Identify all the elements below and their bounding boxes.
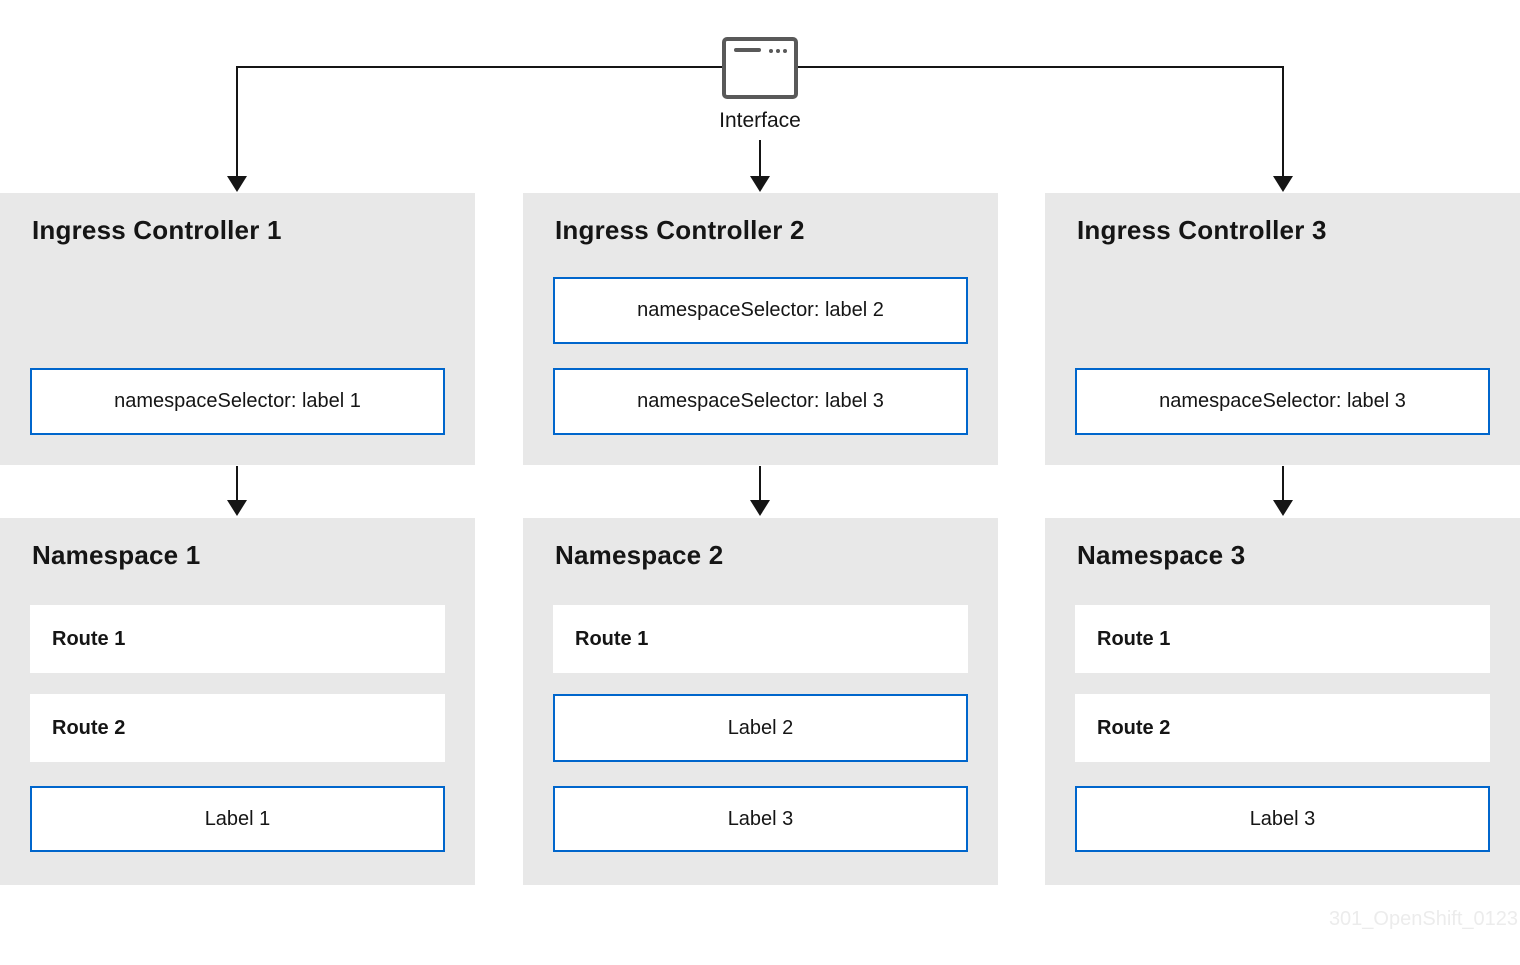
route-box: Route 1 xyxy=(30,605,445,673)
arrowhead-to-controller-3 xyxy=(1273,176,1293,192)
arrowhead-to-namespace-3 xyxy=(1273,500,1293,516)
ingress-controller-1-title: Ingress Controller 1 xyxy=(32,215,282,245)
ingress-controller-3-box: Ingress Controller 3 namespaceSelector: … xyxy=(1045,193,1520,465)
arrowhead-to-namespace-1 xyxy=(227,500,247,516)
namespace-selector-box: namespaceSelector: label 1 xyxy=(30,368,445,435)
namespace-selector-box: namespaceSelector: label 3 xyxy=(1075,368,1490,435)
namespace-1-box: Namespace 1 Route 1 Route 2 Label 1 xyxy=(0,518,475,885)
diagram-watermark: 301_OpenShift_0123 xyxy=(1328,908,1518,930)
route-box: Route 2 xyxy=(30,694,445,762)
connector-controller2-namespace2 xyxy=(759,466,761,501)
route-box: Route 1 xyxy=(1075,605,1490,673)
namespace-selector-box: namespaceSelector: label 3 xyxy=(553,368,968,435)
window-title-bar-dash xyxy=(734,48,761,52)
namespace-3-box: Namespace 3 Route 1 Route 2 Label 3 xyxy=(1045,518,1520,885)
namespace-2-box: Namespace 2 Route 1 Label 2 Label 3 xyxy=(523,518,998,885)
namespace-selector-box: namespaceSelector: label 2 xyxy=(553,277,968,344)
label-box: Label 1 xyxy=(30,786,445,852)
window-menu-dots-icon xyxy=(769,49,787,53)
arrowhead-to-controller-1 xyxy=(227,176,247,192)
connector-line-left xyxy=(236,66,238,177)
ingress-controller-3-title: Ingress Controller 3 xyxy=(1077,215,1327,245)
route-box: Route 2 xyxy=(1075,694,1490,762)
label-box: Label 3 xyxy=(1075,786,1490,852)
namespace-1-title: Namespace 1 xyxy=(32,540,201,570)
ingress-controller-2-title: Ingress Controller 2 xyxy=(555,215,805,245)
browser-window-icon xyxy=(722,37,798,99)
arrowhead-to-namespace-2 xyxy=(750,500,770,516)
interface-label: Interface xyxy=(719,109,801,132)
connector-line-right xyxy=(1282,66,1284,177)
label-box: Label 2 xyxy=(553,694,968,762)
connector-controller1-namespace1 xyxy=(236,466,238,501)
label-box: Label 3 xyxy=(553,786,968,852)
namespace-2-title: Namespace 2 xyxy=(555,540,724,570)
connector-line-center xyxy=(759,140,761,177)
ingress-controller-1-box: Ingress Controller 1 namespaceSelector: … xyxy=(0,193,475,465)
arrowhead-to-controller-2 xyxy=(750,176,770,192)
ingress-controller-2-box: Ingress Controller 2 namespaceSelector: … xyxy=(523,193,998,465)
connector-controller3-namespace3 xyxy=(1282,466,1284,501)
namespace-3-title: Namespace 3 xyxy=(1077,540,1246,570)
route-box: Route 1 xyxy=(553,605,968,673)
